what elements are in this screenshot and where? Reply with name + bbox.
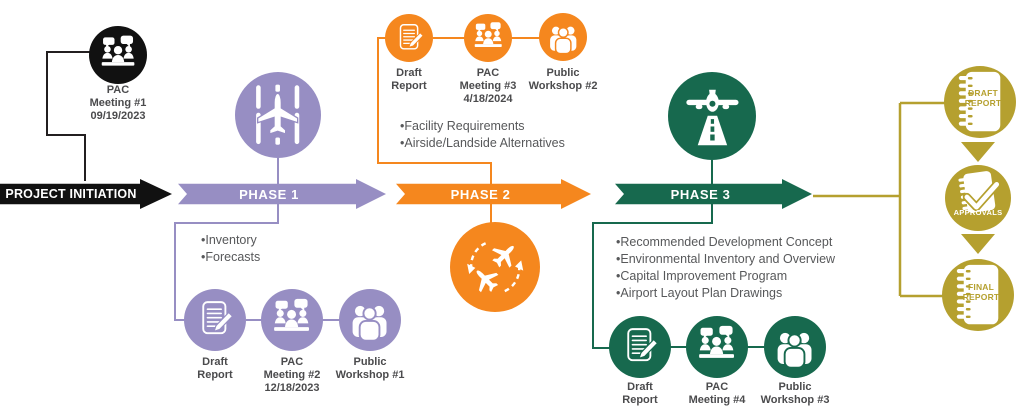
label-line: FINAL [967,282,995,292]
public-workshop-2-circle [539,13,587,61]
phase-3-circle [668,72,756,160]
pac-meeting-4-label: PAC Meeting #4 [667,381,767,407]
approvals-circle [945,165,1011,231]
phase-1-draft-report-circle [184,289,246,351]
phase-3-label: PHASE 3 [670,186,731,202]
label-line: Meeting #3 [459,80,517,92]
label-line: Public [778,381,812,393]
phase-2-draft-report-label: Draft Report [364,67,454,93]
label-line: REPORT [964,97,1002,108]
final-report-deliverable-circle [942,259,1014,331]
pac-meeting-1-label: PAC Meeting #1 09/19/2023 [58,84,178,123]
pac-meeting-2-circle [261,289,323,351]
airplane-alternatives-cycle-icon [461,233,529,301]
phase-1-bullets: •Inventory •Forecasts [201,232,260,266]
phase-1-circle [235,72,321,158]
label-line: PAC [476,67,500,79]
label-line: 12/18/2023 [264,382,320,394]
label-line: Report [197,369,233,381]
meeting-icon [268,296,315,343]
bullet-item: •Environmental Inventory and Overview [616,252,836,266]
project-initiation-label: PROJECT INITIATION [5,187,137,201]
public-group-icon [545,19,581,55]
pac-meeting-4-circle [686,316,748,378]
draft-report-scroll-icon [616,323,663,370]
down-arrow-triangle-icon [961,234,995,254]
bullet-item: •Forecasts [201,250,261,264]
label-line: Meeting #4 [688,394,746,406]
meeting-icon [96,33,140,77]
final-report-deliverable-label: FINAL REPORT [955,282,1007,302]
pac-meeting-3-label: PAC Meeting #3 4/18/2024 [443,67,533,106]
meeting-icon [470,20,506,56]
phase-1-arrow: PHASE 1 [178,179,386,209]
label-line: Public [546,67,580,79]
label-line: PAC [280,356,304,368]
phase-2-bullets: •Facility Requirements •Airside/Landside… [400,118,565,152]
bullet-item: •Capital Improvement Program [616,269,788,283]
approved-checklist-icon [946,166,1009,229]
phase-3-bullets: •Recommended Development Concept •Enviro… [616,234,835,302]
airplane-runway-top-view-icon [245,82,310,147]
label-line: 09/19/2023 [90,110,146,122]
meeting-icon [693,323,740,370]
down-arrow-triangle-icon [961,142,995,162]
draft-report-deliverable-label: DRAFT REPORT [957,88,1009,108]
public-workshop-1-label: Public Workshop #1 [320,356,420,382]
label-line: Public [353,356,387,368]
bullet-item: •Recommended Development Concept [616,235,833,249]
label-line: DRAFT [968,88,998,98]
bullet-item: •Inventory [201,233,257,247]
pac-meeting-3-circle [464,14,512,62]
label-line: Workshop #2 [528,80,598,92]
label-line: 4/18/2024 [463,93,513,105]
phase-2-circle [450,222,540,312]
label-line: Workshop #3 [760,394,830,406]
bullet-item: •Facility Requirements [400,119,525,133]
phase-3-arrow: PHASE 3 [615,179,812,209]
bullet-item: •Airport Layout Plan Drawings [616,286,783,300]
label-line: Report [391,80,427,92]
phase-3-draft-report-label: Draft Report [590,381,690,407]
label-line: Draft [627,381,653,393]
public-workshop-3-label: Public Workshop #3 [745,381,845,407]
phase-1-draft-report-label: Draft Report [165,356,265,382]
draft-report-deliverable-circle [944,66,1016,138]
label-line: Workshop #1 [335,369,405,381]
public-workshop-3-circle [764,316,826,378]
phase-2-label: PHASE 2 [450,186,511,202]
label-line: Meeting #2 [263,369,321,381]
public-workshop-2-label: Public Workshop #2 [518,67,608,93]
bullet-item: •Airside/Landside Alternatives [400,136,565,150]
project-initiation-arrow: PROJECT INITIATION [0,179,172,209]
draft-report-scroll-icon [391,20,427,56]
phase-1-label: PHASE 1 [239,186,299,202]
pac-meeting-2-label: PAC Meeting #2 12/18/2023 [242,356,342,395]
public-group-icon [346,296,393,343]
public-workshop-1-circle [339,289,401,351]
public-group-icon [771,323,818,370]
pac-meeting-1-circle [89,26,147,84]
approvals-label: APPROVALS [953,208,1003,217]
phase-2-draft-report-circle [385,14,433,62]
label-line: PAC [705,381,729,393]
label-line: REPORT [962,291,1000,302]
label-line: Meeting #1 [89,97,147,109]
label-line: Draft [396,67,422,79]
draft-report-scroll-icon [191,296,238,343]
label-line: Draft [202,356,228,368]
label-line: PAC [106,84,130,96]
phase-3-draft-report-circle [609,316,671,378]
phase-2-arrow: PHASE 2 [396,179,591,209]
airplane-landing-runway-icon [679,83,746,150]
label-line: Report [622,394,658,406]
